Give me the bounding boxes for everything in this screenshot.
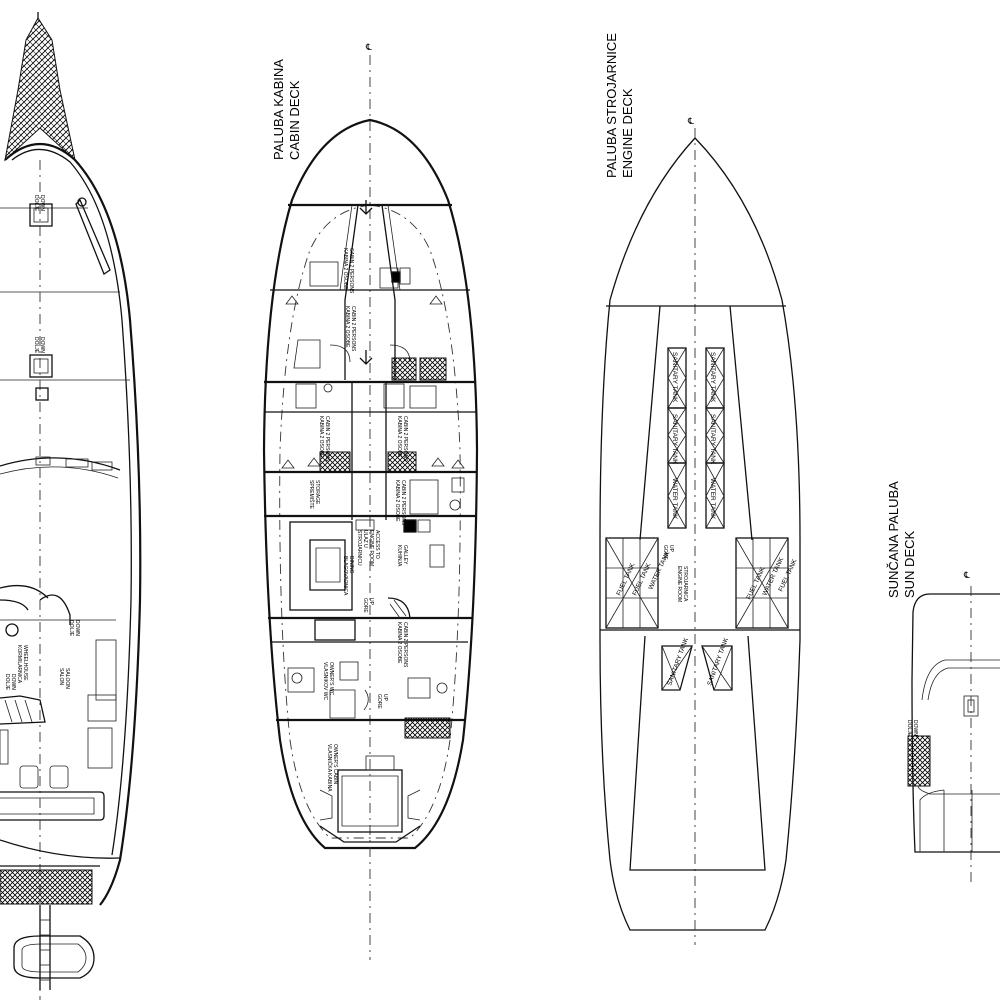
engine-deck-hull-outline bbox=[599, 137, 801, 931]
hatch-fwd bbox=[29, 203, 53, 227]
tank-stack-port bbox=[667, 347, 687, 529]
owner-wc-label-b: VLASNIKOV WC bbox=[322, 662, 328, 700]
main-down-label-1: DOWN bbox=[39, 195, 45, 211]
cabin-3-label-b: KABINA 2 OSOBE bbox=[318, 416, 324, 458]
owners-cabin-label-b: VLASNIČKA KABINA bbox=[326, 744, 333, 792]
water-tank-label-2: WATER TANK bbox=[709, 478, 716, 520]
fuel-tanks-starboard bbox=[735, 537, 789, 629]
saloon-label-b: SALON bbox=[58, 668, 64, 685]
storage-label-b: SPREMIŠTE bbox=[308, 480, 315, 510]
engine-up-label-b: GORE bbox=[662, 545, 668, 560]
wheelhouse-label-b: KORMILARNICA bbox=[16, 645, 22, 684]
sun-down-label: DOWN bbox=[912, 720, 918, 736]
main-down-label-3b: DOLJE bbox=[68, 620, 74, 637]
main-down-label-2: DOWN bbox=[39, 337, 45, 353]
sanitary-tank-label-5: SANITARY TANK bbox=[666, 636, 690, 686]
cabin-deck-title-hr: PALUBA KABINA bbox=[271, 59, 286, 160]
sanitary-tank-label-1: SANITARY TANK bbox=[671, 352, 678, 403]
engine-deck-plan: PALUBA STROJARNICE ENGINE DECK ℄ bbox=[599, 33, 801, 945]
main-down-label-2b: DOLJE bbox=[33, 337, 39, 354]
engine-deck-title-en: ENGINE DECK bbox=[620, 88, 635, 178]
up-label-1: UP bbox=[368, 598, 374, 606]
cabin-4-label-b: KABINA 2 OSOBE bbox=[396, 416, 402, 458]
sun-down-label-b: DOLJE bbox=[906, 720, 912, 737]
up-label-2: UP bbox=[382, 694, 388, 702]
cabin-6-label: CABIN 2 PERSONS bbox=[402, 622, 408, 668]
sanitary-tank-label-3: SANITARY TANK bbox=[671, 414, 678, 465]
engine-up-label: UP bbox=[668, 545, 674, 553]
cabin-fwd-label: CABIN 2 PERSONS bbox=[348, 248, 354, 294]
swim-platform-teak bbox=[0, 869, 93, 905]
hatch-mid bbox=[29, 354, 53, 378]
cabin-fwd-label-b: KABINA 2 OSOBE bbox=[342, 248, 348, 290]
access-label: ACCESS TO bbox=[374, 530, 380, 559]
wheelhouse-label: WHEELHOUSE bbox=[22, 645, 28, 681]
cabin-3-label: CABIN 2 PERSONS bbox=[324, 416, 330, 462]
sun-deck-title-en: SUN DECK bbox=[902, 530, 917, 598]
cabin-deck-plan: PALUBA KABINA CABIN DECK ℄ bbox=[262, 43, 479, 960]
main-down-label-4: DOWN bbox=[10, 674, 16, 690]
up-label-1b: GORE bbox=[362, 598, 368, 613]
cabin-2-label-b: KABINA 2 OSOBE bbox=[344, 306, 350, 348]
sun-deck-centerline-symbol: ℄ bbox=[963, 571, 970, 581]
engine-room-label: STROJARNICA bbox=[682, 566, 688, 602]
cabin-deck-centerline-symbol: ℄ bbox=[365, 43, 372, 53]
main-deck-plan: DOWN DOLJE DOWN DOLJE DOWN DOLJE SALOON … bbox=[0, 12, 142, 1000]
fuel-tanks-port bbox=[605, 537, 659, 629]
sun-deck-plan: SUNČANA PALUBA SUN DECK ℄ DOWN DOLJE bbox=[886, 481, 1000, 885]
owners-cabin-label: OWNER'S CABIN bbox=[332, 744, 338, 785]
cabin-6-label-b: KABINA 2 OSOBE bbox=[396, 622, 402, 664]
main-down-label-1b: DOLJE bbox=[33, 195, 39, 212]
access-label-b: ENGINE ROOM bbox=[368, 530, 374, 566]
cabin-2-label: CABIN 2 PERSONS bbox=[350, 306, 356, 352]
sanitary-tank-label-2: SANITARY TANK bbox=[709, 352, 716, 403]
water-tank-label-1: WATER TANK bbox=[671, 478, 678, 520]
bowsprit bbox=[4, 17, 76, 162]
cabin-5-label-b: KABINA 2 OSOBE bbox=[394, 480, 400, 522]
dining-label-b: BLAGOVAONICA bbox=[342, 556, 348, 596]
cabin-4-label: CABIN 2 PERSONS bbox=[402, 416, 408, 462]
access-label-d: STROJARNICU bbox=[356, 530, 362, 566]
saloon-label: SALOON bbox=[64, 668, 70, 689]
engine-deck-title-hr: PALUBA STROJARNICE bbox=[604, 33, 619, 178]
engine-room-label-b: ENGINE ROOM bbox=[676, 566, 682, 602]
tank-stack-starboard bbox=[705, 347, 725, 529]
up-label-2b: GORE bbox=[376, 694, 382, 709]
storage-label: STORAGE bbox=[314, 480, 320, 505]
main-deck-hull-outline bbox=[4, 142, 142, 906]
access-label-c: ULAZ U bbox=[362, 530, 368, 548]
cabin-5-label: CABIN 2 PERSONS bbox=[400, 480, 406, 526]
owner-wc-label: OWNER'S WC bbox=[328, 662, 334, 696]
cabin-deck-hull-outline bbox=[262, 118, 479, 850]
dining-label: DINING bbox=[348, 556, 354, 574]
main-down-label-4b: DOLJE bbox=[4, 674, 10, 691]
sun-deck-outline bbox=[911, 593, 1000, 853]
main-down-label-3: DOWN bbox=[74, 620, 80, 636]
galley-label-b: KUHINJA bbox=[396, 545, 402, 567]
cabin-deck-title-en: CABIN DECK bbox=[287, 80, 302, 160]
engine-deck-centerline-symbol: ℄ bbox=[687, 117, 694, 127]
sanitary-tank-label-4: SANITARY TANK bbox=[709, 414, 716, 465]
galley-label: GALLEY bbox=[402, 545, 408, 565]
sun-deck-title-hr: SUNČANA PALUBA bbox=[886, 481, 901, 598]
